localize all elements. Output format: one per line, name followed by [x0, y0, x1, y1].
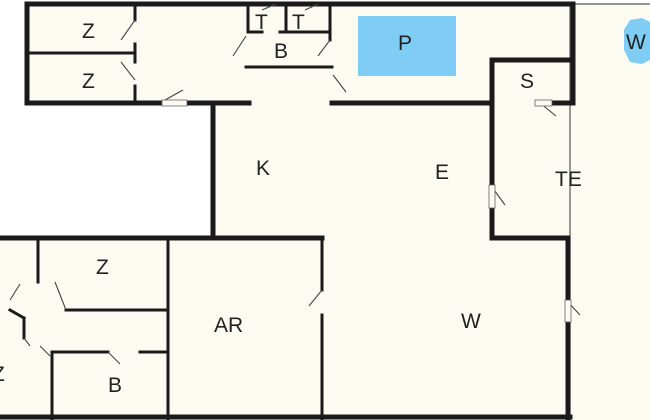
floor-bottom-left — [0, 239, 215, 420]
room-label-t-1: T — [255, 11, 268, 34]
room-label-z-partial: Z — [0, 363, 5, 386]
doors — [9, 3, 581, 365]
room-label-z-bottom: Z — [96, 256, 109, 279]
room-label-w-bottom: W — [461, 310, 481, 333]
room-label-e: E — [435, 161, 449, 184]
room-label-k: K — [256, 157, 270, 180]
room-label-z-top-2: Z — [82, 70, 95, 93]
room-label-p: P — [398, 32, 412, 55]
floor-areas — [0, 4, 650, 420]
room-label-w-top: W — [626, 31, 646, 54]
walls — [0, 1, 576, 420]
room-label-te: TE — [555, 168, 582, 191]
room-labels: Z Z T T B P W S K E TE Z AR W Z B — [0, 11, 646, 397]
room-label-z-top-1: Z — [82, 20, 95, 43]
room-label-b-top: B — [274, 40, 288, 63]
room-label-s: S — [520, 70, 534, 93]
pool-area — [358, 16, 456, 76]
whirlpool-area — [624, 18, 650, 64]
room-label-ar: AR — [214, 314, 243, 337]
room-label-b-bottom: B — [108, 374, 122, 397]
room-label-t-2: T — [292, 11, 305, 34]
